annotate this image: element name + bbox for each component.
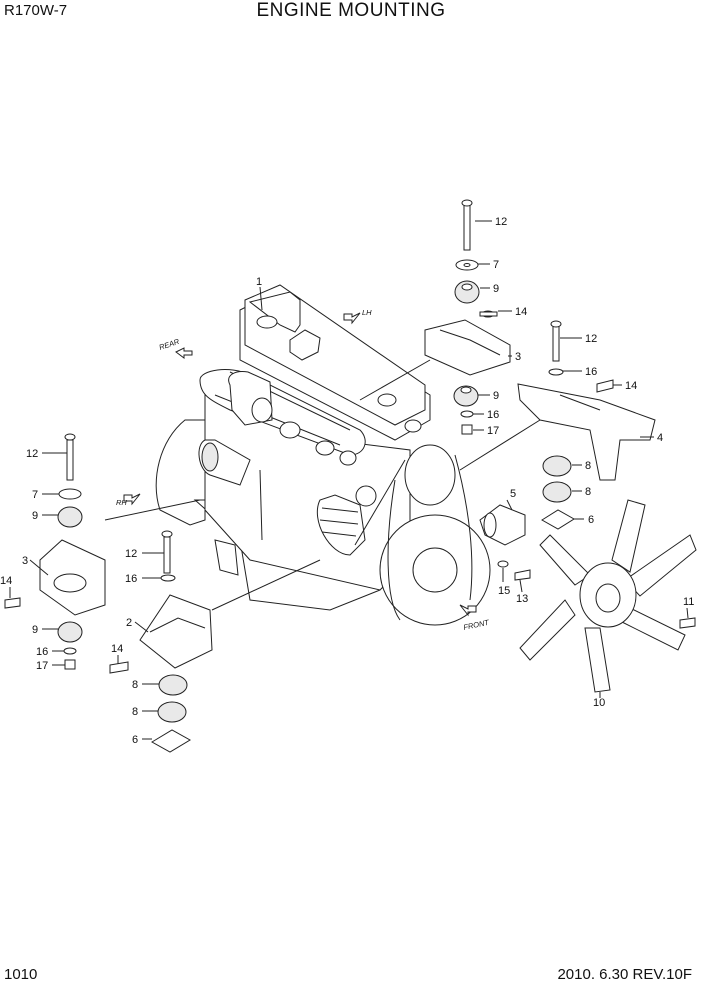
callout-spring-washer-lr: 16 <box>36 646 48 658</box>
callout-bolt-lr: 12 <box>26 448 38 460</box>
callout-cushion-rr-upper: 9 <box>493 283 499 295</box>
callout-bolt-bracket-lr: 14 <box>0 575 12 587</box>
callout-bolt-rr: 12 <box>495 216 507 228</box>
callout-bolt-bracket-lf: 14 <box>111 643 123 655</box>
lh-label: LH <box>362 308 372 317</box>
callout-spring-washer-rf: 16 <box>585 366 597 378</box>
front-arrow-icon <box>459 604 477 617</box>
callout-washer-spacer: 15 <box>498 585 510 597</box>
callout-cushion-lr-upper: 9 <box>32 510 38 522</box>
leader-lines <box>9 220 689 740</box>
callout-engine: 1 <box>256 276 262 288</box>
callout-stopper-lf: 6 <box>132 734 138 746</box>
callout-bracket-rf: 4 <box>657 432 663 444</box>
callout-bracket-lf: 2 <box>126 617 132 629</box>
callout-bolt-fan: 11 <box>683 596 694 608</box>
callout-bolt-rf: 12 <box>585 333 597 345</box>
callout-mount-lf-upper: 8 <box>132 679 138 691</box>
mount-stack-left-rear <box>4 433 106 670</box>
page-number: 1010 <box>4 966 38 983</box>
callout-cushion-lr-lower: 9 <box>32 624 38 636</box>
model-code: R170W-7 <box>4 2 68 19</box>
rh-label: RH <box>116 498 127 507</box>
callout-bolt-lf: 12 <box>125 548 137 560</box>
fan-spacer-group <box>479 504 531 581</box>
rh-arrow-icon <box>123 493 141 506</box>
callout-spring-washer-rr: 16 <box>487 409 499 421</box>
mount-stack-left-front <box>109 530 213 753</box>
callout-bracket-lr: 3 <box>22 555 28 567</box>
callout-bolt-spacer: 13 <box>516 593 528 605</box>
engine-assembly <box>155 284 491 626</box>
callout-spring-washer-lf: 16 <box>125 573 137 585</box>
callout-labels: 1 12 7 9 14 3 9 16 17 12 16 14 4 8 8 6 5… <box>0 216 694 746</box>
callout-nut-lr: 17 <box>36 660 48 672</box>
callout-mount-rf-lower: 8 <box>585 486 591 498</box>
lh-arrow-icon <box>343 312 361 325</box>
callout-cushion-rr-lower: 9 <box>493 390 499 402</box>
callout-stopper-rf: 6 <box>588 514 594 526</box>
callout-washer-rr: 7 <box>493 259 499 271</box>
callout-spacer: 5 <box>510 488 516 500</box>
cooling-fan <box>519 499 697 693</box>
rear-arrow-icon <box>175 347 193 359</box>
callout-fan: 10 <box>593 697 605 709</box>
rear-label: REAR <box>158 337 181 352</box>
mount-stack-right-front <box>517 320 656 530</box>
callout-nut-rr: 17 <box>487 425 499 437</box>
mount-stack-rear-right <box>424 199 511 435</box>
page-title: ENGINE MOUNTING <box>256 0 446 21</box>
callout-washer-lr: 7 <box>32 489 38 501</box>
callout-bolt-bracket-rr: 14 <box>515 306 527 318</box>
callout-mount-rf-upper: 8 <box>585 460 591 472</box>
callout-bolt-bracket-rf: 14 <box>625 380 637 392</box>
front-label: FRONT <box>463 617 492 631</box>
revision-date: 2010. 6.30 REV.10F <box>557 966 692 983</box>
callout-mount-lf-lower: 8 <box>132 706 138 718</box>
callout-bracket-rr: 3 <box>515 351 521 363</box>
